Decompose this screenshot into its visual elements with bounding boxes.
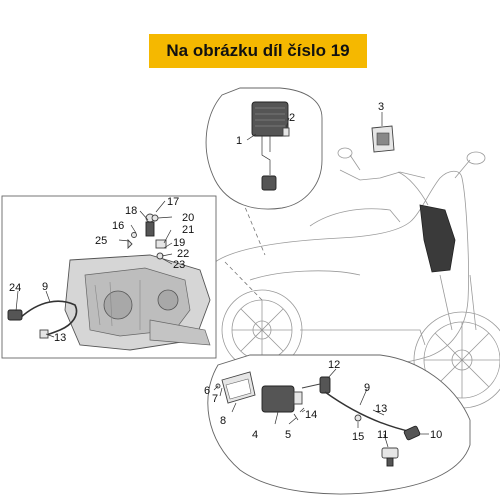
label-14: 14 — [305, 409, 317, 421]
label-10: 10 — [430, 429, 442, 441]
label-3: 3 — [378, 101, 384, 113]
label-20: 20 — [182, 212, 194, 224]
label-6: 6 — [204, 385, 210, 397]
control-unit — [371, 125, 395, 153]
label-19: 19 — [173, 237, 185, 249]
label-5: 5 — [285, 429, 291, 441]
engine-detail-box — [1, 195, 217, 359]
label-13-engine: 13 — [54, 332, 66, 344]
part-number-labels: 1 2 3 4 5 6 7 8 9 9 10 11 12 13 13 14 15… — [9, 101, 442, 443]
label-1: 1 — [236, 135, 242, 147]
sensor-24 — [7, 309, 23, 321]
label-9-engine: 9 — [42, 281, 48, 293]
label-2: 2 — [289, 112, 295, 124]
label-15: 15 — [352, 431, 364, 443]
label-25: 25 — [95, 235, 107, 247]
label-9-ignition: 9 — [364, 382, 370, 394]
ignition-detail-circle — [207, 354, 471, 495]
label-21: 21 — [182, 224, 194, 236]
label-12: 12 — [328, 359, 340, 371]
scooter-illustration — [214, 147, 500, 409]
label-8: 8 — [220, 415, 226, 427]
label-17: 17 — [167, 196, 179, 208]
ignition-coil — [261, 385, 295, 413]
label-23: 23 — [173, 259, 185, 271]
banner-text: Na obrázku díl číslo 19 — [166, 41, 350, 60]
label-13-ignition: 13 — [375, 403, 387, 415]
label-7: 7 — [212, 393, 218, 405]
label-18: 18 — [125, 205, 137, 217]
label-16: 16 — [112, 220, 124, 232]
label-11: 11 — [377, 429, 388, 441]
label-4: 4 — [252, 429, 258, 441]
leader-lines — [15, 112, 429, 448]
title-banner: Na obrázku díl číslo 19 — [149, 34, 367, 68]
label-24: 24 — [9, 282, 21, 294]
connector-plug — [261, 175, 277, 191]
regulator-detail-circle — [205, 87, 323, 210]
label-22: 22 — [177, 248, 189, 260]
